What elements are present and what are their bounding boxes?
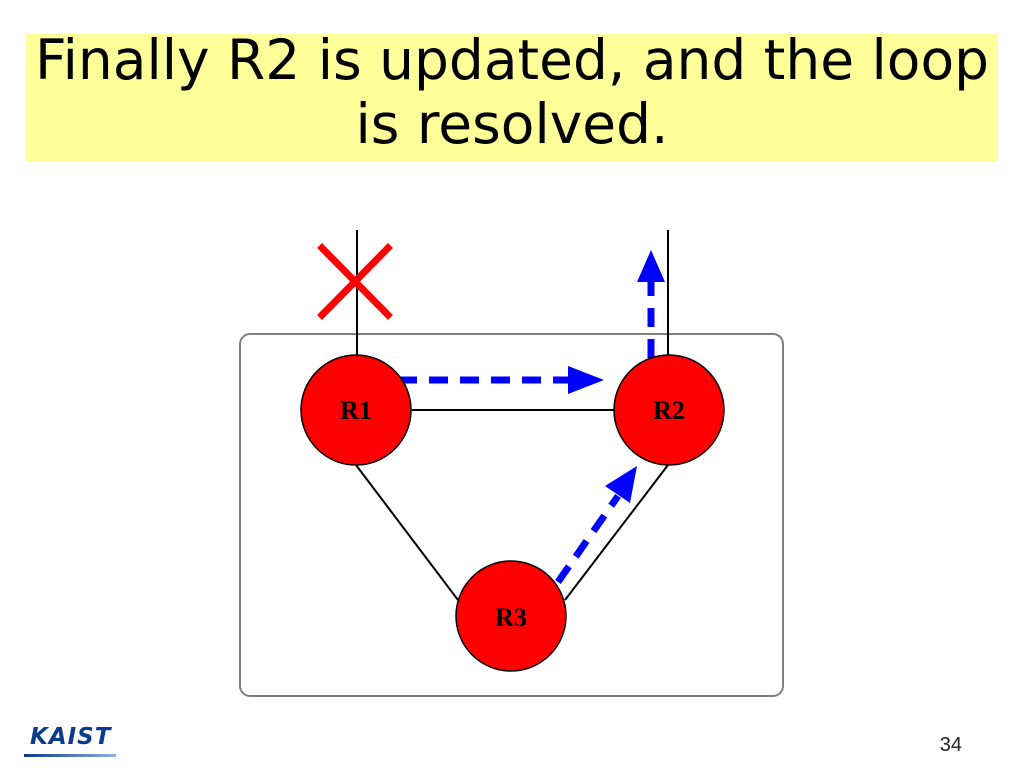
forwarding-arrow-r3-to-r2 <box>555 466 637 585</box>
link-r1-r3 <box>355 464 459 601</box>
page-number: 34 <box>939 734 962 756</box>
router-r3: R3 <box>455 560 567 672</box>
kaist-logo: KAIST <box>24 724 120 760</box>
router-r2: R2 <box>613 354 725 466</box>
forwarding-arrow-r1-to-r2 <box>398 366 604 394</box>
link-r3-r2 <box>564 464 669 601</box>
router-r3-label: R3 <box>495 603 527 632</box>
title-background <box>26 34 998 162</box>
logo-text: KAIST <box>30 724 112 750</box>
router-r1: R1 <box>300 354 412 466</box>
forwarding-arrow-r2-uplink <box>637 250 665 358</box>
failure-x-icon <box>317 243 393 320</box>
logo-underline <box>24 754 116 757</box>
router-r2-label: R2 <box>653 396 685 425</box>
router-r1-label: R1 <box>340 396 372 425</box>
network-domain-box <box>239 333 784 697</box>
slide-title: Finally R2 is updated, and the loop is r… <box>34 28 990 156</box>
